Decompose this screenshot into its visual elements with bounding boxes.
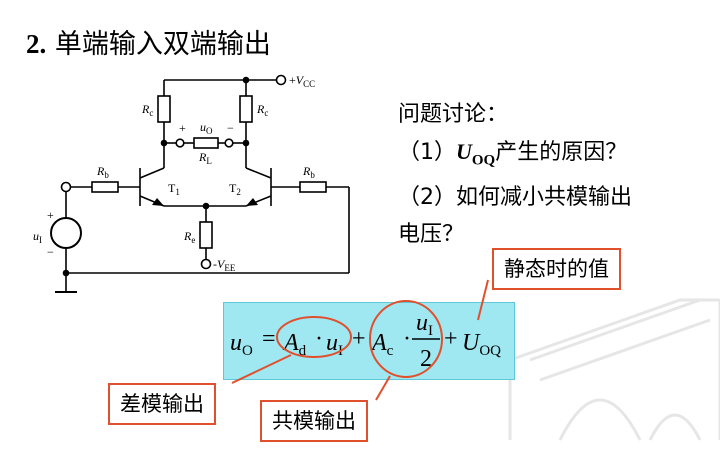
question-2-line2: 电压？: [398, 222, 465, 248]
re-label: Re: [183, 229, 195, 245]
uo-label: uO: [200, 120, 213, 136]
question-heading: 问题讨论：: [398, 102, 509, 127]
formula-dot-1: ·: [315, 326, 323, 352]
callout-static-value: 静态时的值: [492, 248, 621, 290]
ui-plus-label: +: [47, 208, 54, 222]
common-pointer-line: [375, 375, 391, 401]
ui-minus-label: −: [47, 245, 54, 259]
page-title: 2. 单端输入双端输出: [26, 22, 271, 61]
differential-amplifier-circuit: +VCC Rc Rc uO + − RL Rb Rb T1 T2 Re -VEE…: [33, 73, 350, 293]
title-number: 2.: [26, 29, 47, 59]
diff-term-highlight: [276, 316, 352, 358]
formula-equals: =: [262, 326, 276, 352]
vee-label: -VEE: [213, 257, 236, 273]
building-watermark-icon: [508, 298, 720, 441]
formula-box: [223, 302, 515, 380]
rb-left-label: Rb: [96, 164, 109, 180]
t1-label: T1: [168, 181, 180, 197]
rb-right-label: Rb: [302, 164, 315, 180]
formula-frac-num: uI: [416, 310, 433, 339]
uo-plus-label: +: [179, 121, 186, 135]
callout-common-output: 共模输出: [260, 400, 368, 442]
question-1-suffix: 产生的原因？: [495, 140, 628, 165]
static-pointer-line: [477, 279, 489, 321]
formula-ac: Ac: [370, 330, 394, 359]
question-1: （1）UOQ产生的原因？: [398, 133, 698, 179]
rc-right-label: Rc: [256, 102, 268, 118]
common-term-highlight: [369, 300, 443, 378]
formula-lhs: uO: [230, 330, 253, 359]
uoq-symbol: UOQ: [456, 139, 496, 169]
diff-pointer-line: [231, 354, 292, 384]
callout-diff-output: 差模输出: [108, 383, 216, 425]
formula-plus-1: +: [352, 326, 366, 352]
question-1-prefix: （1）: [398, 140, 456, 165]
formula-frac-den: 2: [420, 346, 432, 372]
question-2-line1: （2）如何减小共模输出: [398, 185, 632, 211]
formula-uoq: UOQ: [462, 330, 501, 359]
uo-minus-label: −: [227, 121, 234, 135]
discussion-questions: 问题讨论： （1）UOQ产生的原因？ （2）如何减小共模输出 电压？: [398, 96, 698, 253]
ui-label: uI: [33, 229, 42, 245]
title-text: 单端输入双端输出: [54, 29, 271, 60]
vcc-label: +VCC: [289, 73, 315, 89]
formula-dot-2: ·: [403, 326, 411, 352]
formula-plus-2: +: [444, 326, 458, 352]
t2-label: T2: [229, 181, 241, 197]
rc-left-label: Rc: [141, 102, 153, 118]
rl-label: RL: [198, 150, 212, 166]
